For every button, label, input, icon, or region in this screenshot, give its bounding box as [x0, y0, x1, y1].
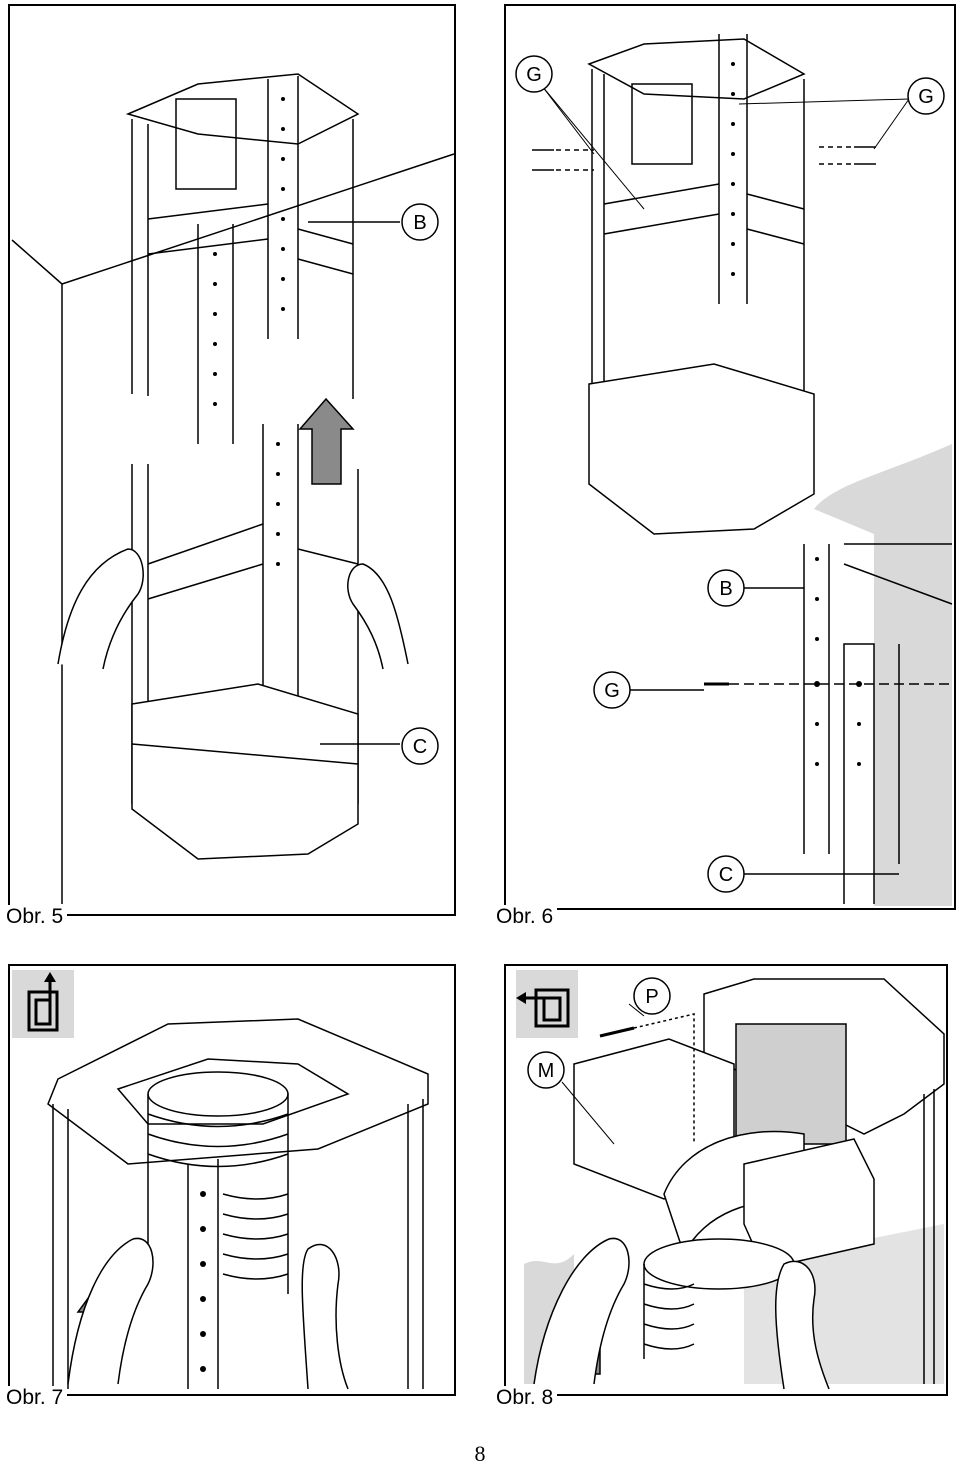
- callout-p-circle: [633, 977, 671, 1015]
- lower-chimney-section: [131, 424, 359, 860]
- top-plate: [703, 978, 945, 1384]
- figure-obr6: G G B G C: [504, 4, 956, 910]
- page-number: 8: [474, 1441, 486, 1466]
- figure-caption-obr6: Obr. 6: [496, 905, 558, 929]
- obr5-illustration: B C: [8, 4, 456, 916]
- figure-obr5: B C: [8, 4, 456, 916]
- detail-bracket: [803, 543, 953, 904]
- callout-g-label-top-left: G: [526, 64, 542, 86]
- callout-b-label: B: [719, 578, 732, 600]
- callout-g-circle: [593, 671, 631, 709]
- callout-b-circle: [707, 569, 745, 607]
- callout-b-circle: [401, 203, 439, 241]
- screw-icon: [532, 146, 876, 171]
- flexible-duct: [643, 1238, 795, 1359]
- figure-obr7: [8, 964, 456, 1396]
- obr8-illustration: P M: [504, 964, 948, 1396]
- screw-icon: [599, 1026, 635, 1038]
- callout-c-circle: [401, 727, 439, 765]
- upper-chimney-section: [125, 73, 360, 444]
- hands-illustration: [67, 1237, 349, 1390]
- callout-m-label: M: [538, 1060, 555, 1082]
- callout-g-label-detail: G: [604, 680, 620, 702]
- extraction-upward-icon: [12, 970, 74, 1038]
- callout-c-label: C: [719, 864, 733, 886]
- upper-hole-row: [213, 97, 285, 406]
- figure-caption-obr5: Obr. 5: [6, 905, 68, 929]
- chimney-assembly: [587, 34, 815, 535]
- callout-g-circle: [515, 55, 553, 93]
- detail-hole-row: [814, 557, 862, 766]
- callout-m-circle: [527, 1051, 565, 1089]
- figure-caption-obr8: Obr. 8: [496, 1386, 558, 1410]
- frame-hole-row: [200, 1191, 206, 1372]
- figure-caption-obr7: Obr. 7: [6, 1386, 68, 1410]
- flexible-duct: [147, 1071, 289, 1294]
- hands-illustration: [57, 548, 409, 670]
- hands-illustration: [533, 1237, 830, 1390]
- callout-b-label: B: [413, 212, 426, 234]
- callout-c-circle: [707, 855, 745, 893]
- callout-g-label-top-right: G: [918, 86, 934, 108]
- callout-g-circle: [907, 77, 945, 115]
- figure-obr8: P M: [504, 964, 948, 1396]
- chimney-hole-row: [731, 62, 735, 276]
- wall-shading: [814, 444, 952, 906]
- arrow-up-icon: [298, 397, 355, 485]
- screw-guide-lines: [556, 146, 852, 171]
- obr7-illustration: [8, 964, 456, 1396]
- obr6-illustration: G G B G C: [504, 4, 956, 910]
- callout-p-label: P: [645, 986, 658, 1008]
- callout-c-label: C: [413, 736, 427, 758]
- recirculation-side-icon: [516, 970, 578, 1038]
- lower-hole-row: [276, 442, 280, 566]
